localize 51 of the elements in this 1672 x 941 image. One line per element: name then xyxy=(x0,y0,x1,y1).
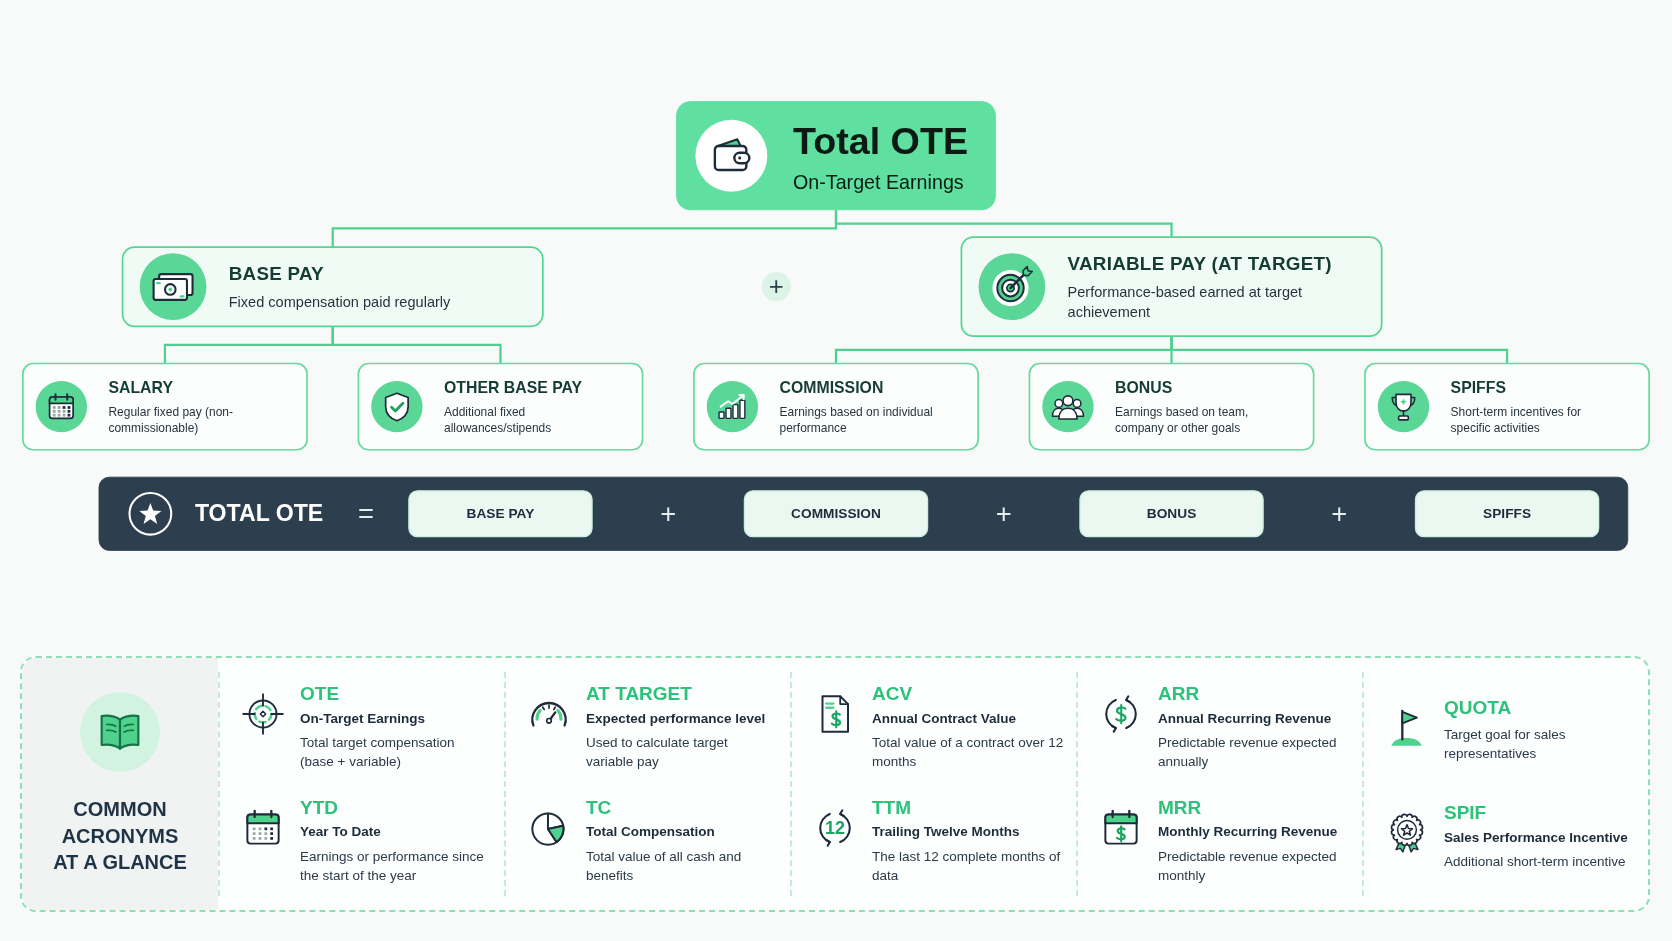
node-box: BASE PAY xyxy=(408,490,593,538)
term-description: Used to calculate target variable pay xyxy=(586,734,729,772)
term-expansion: Annual Recurring Revenue xyxy=(1158,710,1332,728)
equals-sign: = xyxy=(358,500,375,528)
connector xyxy=(331,326,502,364)
acronym-term: TTM xyxy=(872,796,912,819)
term-description: Predictable revenue expected annually xyxy=(1158,734,1338,772)
node-box: BONUS xyxy=(1079,490,1264,538)
number-label: 12 xyxy=(825,818,845,837)
acronym-term: SPIF xyxy=(1444,801,1487,824)
plus-sign: + xyxy=(1331,500,1348,528)
node-circle: + xyxy=(761,271,792,302)
term-expansion: Monthly Recurring Revenue xyxy=(1158,824,1338,841)
term-description: Total target compensation (base + variable) xyxy=(300,734,456,772)
node-box: BONUS Earnings based on team, company or other goals xyxy=(1028,362,1315,451)
node-box: OTHER BASE PAY Additional fixed allowances/stipends xyxy=(357,362,644,451)
term-expansion: Year To Date xyxy=(300,824,381,841)
acronym-term: AT TARGET xyxy=(586,683,692,705)
term-description: Predictable revenue expected monthly xyxy=(1158,847,1338,885)
term-expansion: Annual Contract Value xyxy=(872,710,1017,728)
acronym-term: ARR xyxy=(1158,683,1200,705)
acronym-term: OTE xyxy=(300,683,340,705)
node-box: VARIABLE PAY (AT TARGET) Performance-based earned at target achievement xyxy=(960,236,1383,337)
acronym-term: ACV xyxy=(872,683,913,705)
node-box: COMMISSION Earnings based on individual performance xyxy=(693,362,979,451)
term-expansion: On-Target Earnings xyxy=(300,710,425,728)
acronym-term: QUOTA xyxy=(1444,696,1512,719)
term-description: The last 12 complete months of data xyxy=(872,847,1062,885)
plus-sign: + xyxy=(995,500,1012,528)
term-expansion: Trailing Twelve Months xyxy=(872,824,1020,841)
term-description: Target goal for sales representatives xyxy=(1444,725,1567,763)
node-box: SPIFFS Short-term incentives for specific activities xyxy=(1364,362,1650,451)
connector xyxy=(834,209,1173,238)
term-expansion: Total Compensation xyxy=(586,824,715,841)
section-heading: COMMON ACRONYMS AT A GLANCE xyxy=(52,797,188,876)
acronym-term: TC xyxy=(586,796,612,819)
node-box: BASE PAY Fixed compensation paid regularly xyxy=(121,246,544,328)
plus-sign: + xyxy=(660,500,677,528)
node-box: SPIFFS xyxy=(1414,490,1600,538)
node-box: SALARY Regular fixed pay (non-commissionable) xyxy=(22,362,308,451)
term-expansion: Sales Performance Incentive xyxy=(1444,829,1628,846)
term-description: Total value of a contract over 12 months xyxy=(872,734,1064,772)
connector xyxy=(1170,336,1509,364)
acronym-term: MRR xyxy=(1158,796,1202,819)
node-box: COMMISSION xyxy=(743,490,929,538)
term-description: Earnings or performance since the start of the year xyxy=(300,847,485,885)
node-box: Total OTE On-Target Earnings xyxy=(676,101,996,211)
term-description: Total value of all cash and benefits xyxy=(586,847,743,885)
acronym-term: YTD xyxy=(300,796,338,819)
term-description: Additional short-term incentive xyxy=(1444,852,1626,871)
term-expansion: Expected performance level xyxy=(586,710,766,728)
